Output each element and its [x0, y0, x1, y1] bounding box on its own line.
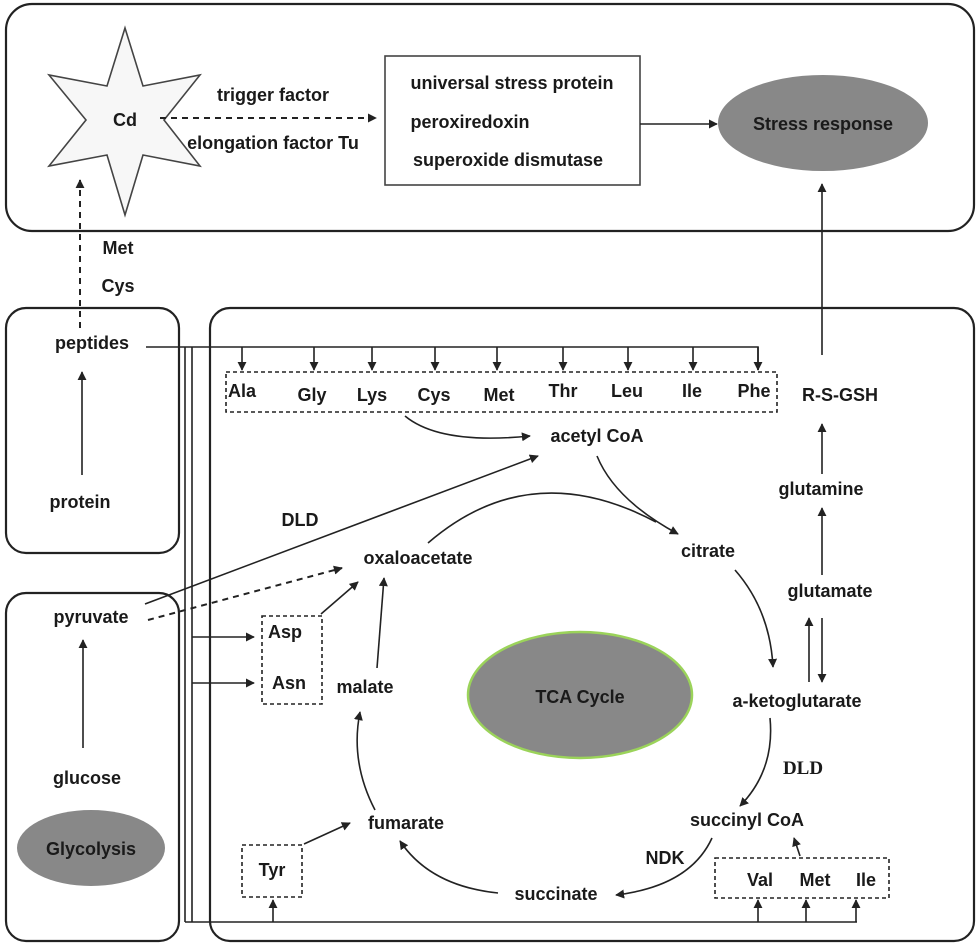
aa-phe: Phe [737, 381, 770, 401]
stress-response-label: Stress response [753, 114, 893, 134]
pyruvate-to-acetylcoa-arrow [144, 454, 539, 605]
tyr-to-fumarate-arrow [303, 822, 351, 845]
stress-protein-2: peroxiredoxin [410, 112, 529, 132]
stress-response-ellipse [718, 75, 928, 171]
asp-to-oxaloacetate-arrow [320, 581, 359, 615]
fumarate-label: fumarate [368, 813, 444, 833]
aa-to-succinylcoa-arrow [792, 837, 801, 857]
ndk-label: NDK [646, 848, 685, 868]
aa-val: Val [747, 870, 773, 890]
glutamine-label: glutamine [778, 479, 863, 499]
amino-acid-box-bottom [714, 857, 890, 899]
glycolysis-label: Glycolysis [46, 839, 136, 859]
malate-to-oxaloacetate-arrow [376, 577, 388, 669]
asp-label: Asp [268, 622, 302, 642]
tca-cycle-label: TCA Cycle [535, 687, 624, 707]
tyr-box [241, 844, 303, 898]
citrate-label: citrate [681, 541, 735, 561]
cys-label: Cys [101, 276, 134, 296]
tca-cycle-ellipse [466, 630, 694, 760]
protein-label: protein [50, 492, 111, 512]
succinate-label: succinate [514, 884, 597, 904]
oxaloacetate-to-citrate-arc [427, 492, 657, 544]
succinyl-coa-label: succinyl CoA [690, 810, 804, 830]
fumarate-to-malate-arrow [354, 711, 376, 811]
glutamate-label: glutamate [787, 581, 872, 601]
stress-proteins-box [384, 55, 641, 186]
tyr-label: Tyr [259, 860, 286, 880]
stress-protein-3: superoxide dismutase [413, 150, 603, 170]
asn-label: Asn [272, 673, 306, 693]
stress-protein-1: universal stress protein [410, 73, 613, 93]
succinate-to-fumarate-arrow [399, 840, 499, 894]
dld-right-label: DLD [783, 758, 823, 779]
aketoglutarate-label: a-ketoglutarate [732, 691, 861, 711]
aa-gly: Gly [297, 385, 326, 405]
aa-lys: Lys [357, 385, 387, 405]
acetyl-coa-label: acetyl CoA [550, 426, 643, 446]
citrate-to-aketoglutarate-arrow [734, 569, 778, 668]
malate-label: malate [336, 677, 393, 697]
rsgsh-label: R-S-GSH [802, 385, 878, 405]
cd-star-shape [46, 25, 202, 218]
aa-ile-bottom: Ile [856, 870, 876, 890]
aketo-to-succinylcoa-arrow [739, 717, 772, 807]
aa-ile: Ile [682, 381, 702, 401]
asp-asn-box [261, 615, 323, 705]
aa-to-acetylcoa-arrow [404, 415, 531, 442]
trigger-factor-label: trigger factor [217, 85, 329, 105]
aa-leu: Leu [611, 381, 643, 401]
aa-met-bottom: Met [800, 870, 831, 890]
met-label: Met [103, 238, 134, 258]
peptides-label: peptides [55, 333, 129, 353]
glycolysis-panel [4, 591, 181, 943]
aa-met: Met [484, 385, 515, 405]
pyruvate-label: pyruvate [53, 607, 128, 627]
peptide-panel [4, 306, 181, 555]
aa-cys: Cys [417, 385, 450, 405]
oxaloacetate-label: oxaloacetate [363, 548, 472, 568]
peptide-feed-line [146, 346, 759, 370]
aa-thr: Thr [549, 381, 578, 401]
succinylcoa-to-succinate-arrow [615, 837, 713, 899]
glycolysis-ellipse [17, 810, 165, 886]
tca-panel [208, 306, 976, 943]
cd-label: Cd [113, 110, 137, 130]
pyruvate-to-oxaloacetate-arrow [147, 565, 343, 621]
acetylcoa-to-citrate-arrow [596, 455, 679, 535]
dld-left-label: DLD [282, 510, 319, 530]
stress-panel [4, 2, 976, 233]
glucose-label: glucose [53, 768, 121, 788]
elongation-factor-label: elongation factor Tu [187, 133, 359, 153]
aa-ala: Ala [228, 381, 257, 401]
amino-acid-box-top [225, 371, 778, 413]
